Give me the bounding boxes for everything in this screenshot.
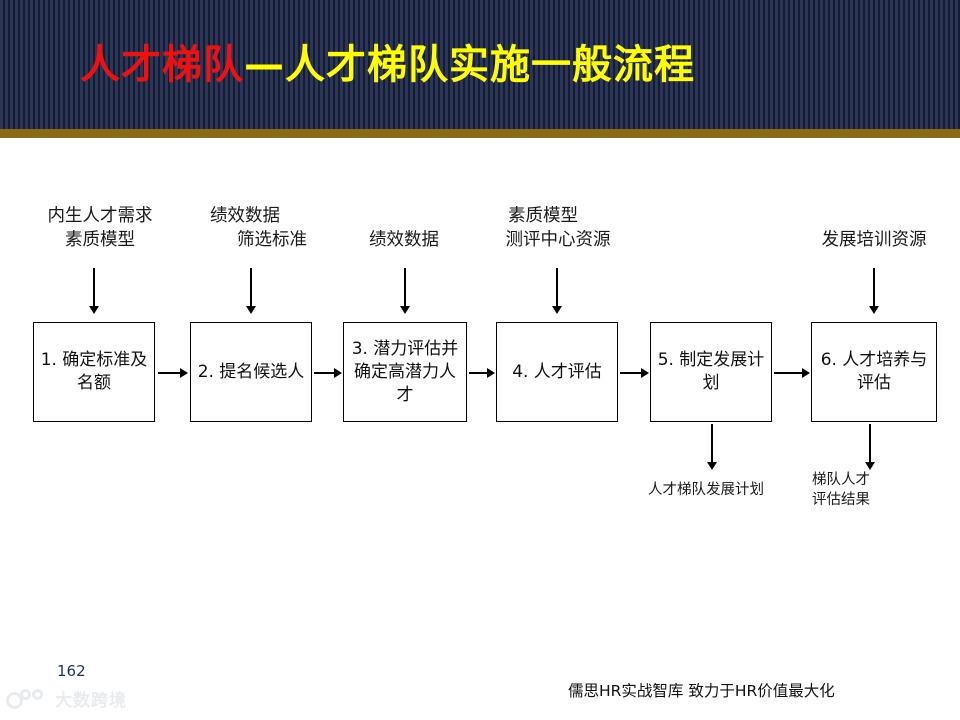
output-label-1-line1: 人才梯队发展计划	[648, 482, 764, 498]
arrow-input-5-to-step-6	[868, 268, 879, 314]
process-flow-diagram: 内生人才需求 素质模型 绩效数据 筛选标准 绩效数据 素质模型 测评中心资源 发…	[0, 138, 960, 650]
input-label-4: 素质模型 测评中心资源	[482, 204, 634, 252]
input-label-2-line2: 筛选标准	[237, 230, 307, 250]
input-label-1-line1: 内生人才需求	[47, 206, 153, 226]
arrow-input-4-to-step-4	[551, 268, 562, 314]
input-label-2-line1: 绩效数据	[210, 206, 280, 226]
input-label-2: 绩效数据 筛选标准	[188, 204, 328, 252]
process-step-3[interactable]: 3. 潜力评估并确定高潜力人才	[343, 322, 467, 422]
footer-tagline: 儒思HR实战智库 致力于HR价值最大化	[568, 682, 835, 700]
input-label-5: 发展培训资源	[800, 228, 948, 252]
arrow-step-1-to-step-2	[158, 367, 188, 378]
page-title-highlight: 人才梯队	[80, 42, 244, 88]
process-step-4-label: 4. 人才评估	[512, 361, 602, 382]
process-step-1-label: 1. 确定标准及名额	[40, 350, 148, 393]
process-step-2-label: 2. 提名候选人	[197, 361, 305, 382]
arrow-step-6-to-output-2	[864, 424, 875, 470]
arrow-input-3-to-step-3	[399, 268, 410, 314]
page-title: 人才梯队—人才梯队实施一般流程	[80, 40, 695, 90]
page-title-rest: —人才梯队实施一般流程	[244, 42, 695, 88]
title-band-rule	[0, 129, 960, 138]
arrow-step-4-to-step-5	[620, 367, 649, 378]
title-band	[0, 0, 960, 129]
page-number: 162	[57, 662, 86, 680]
output-label-2: 梯队人才 评估结果	[812, 470, 916, 510]
output-label-1: 人才梯队发展计划	[636, 480, 776, 500]
process-step-2[interactable]: 2. 提名候选人	[190, 322, 312, 422]
arrow-step-2-to-step-3	[314, 367, 342, 378]
output-label-2-line1: 梯队人才	[812, 472, 870, 488]
watermark: 大数跨境	[6, 686, 127, 711]
arrow-step-5-to-step-6	[774, 367, 810, 378]
input-label-4-line1: 素质模型	[508, 206, 578, 226]
process-step-6[interactable]: 6. 人才培养与评估	[811, 322, 937, 422]
process-step-5[interactable]: 5. 制定发展计划	[650, 322, 772, 422]
input-label-4-line2: 测评中心资源	[505, 230, 611, 250]
input-label-1: 内生人才需求 素质模型	[30, 204, 170, 252]
arrow-step-5-to-output-1	[706, 424, 717, 470]
process-step-6-label: 6. 人才培养与评估	[820, 350, 928, 393]
arrow-input-1-to-step-1	[88, 268, 99, 314]
process-step-4[interactable]: 4. 人才评估	[496, 322, 618, 422]
process-step-5-label: 5. 制定发展计划	[657, 350, 765, 393]
output-label-2-line2: 评估结果	[812, 492, 870, 508]
process-step-1[interactable]: 1. 确定标准及名额	[33, 322, 155, 422]
process-step-3-label: 3. 潜力评估并确定高潜力人才	[351, 338, 459, 405]
input-label-3: 绩效数据	[340, 228, 468, 252]
input-label-1-line2: 素质模型	[65, 230, 135, 250]
watermark-logo-icon	[6, 688, 50, 710]
arrow-step-3-to-step-4	[469, 367, 495, 378]
arrow-input-2-to-step-2	[245, 268, 256, 314]
input-label-5-line1: 发展培训资源	[821, 230, 927, 250]
watermark-label: 大数跨境	[55, 691, 127, 711]
input-label-3-line1: 绩效数据	[369, 230, 439, 250]
